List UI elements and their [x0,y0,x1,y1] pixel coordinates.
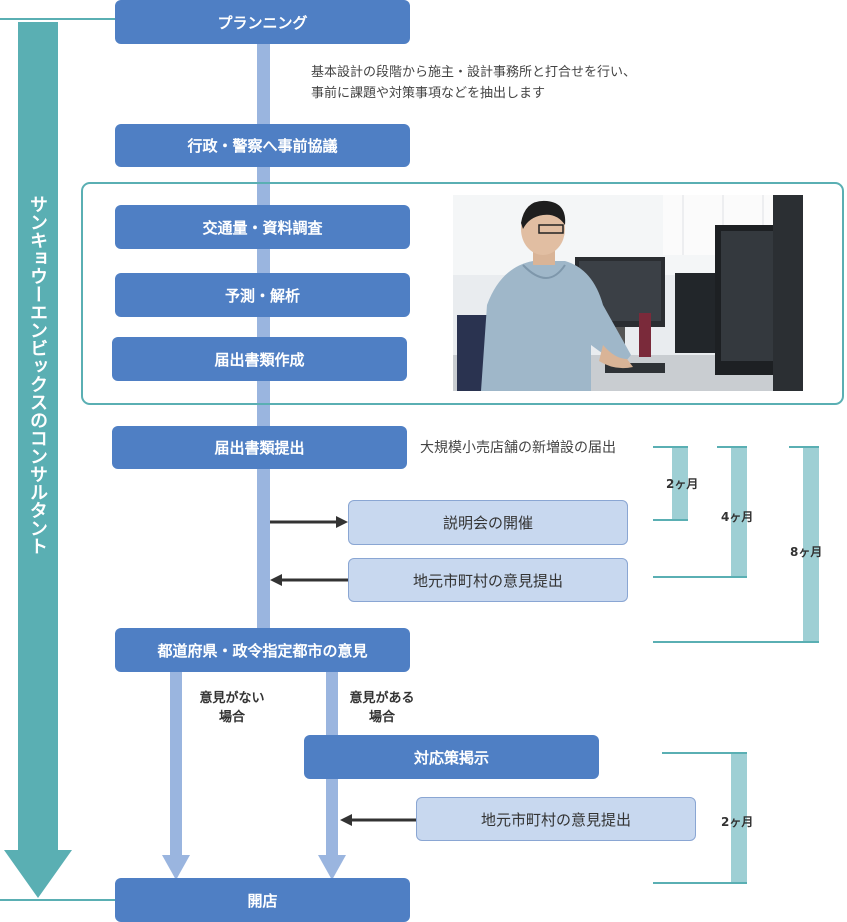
step-opening: 開店 [115,878,410,922]
condition-has-opinion-line1: 意見がある [349,691,415,706]
condition-no-opinion: 意見がない 場合 [186,689,278,727]
duration-2-months-bottom: 2ヶ月 [721,815,754,829]
step-docs: 届出書類作成 [112,337,407,381]
planning-note-line2: 事前に課題や対策事項などを抽出します [311,86,546,101]
step-response: 対応策掲示 [304,735,599,779]
planning-note-line1: 基本設計の段階から施主・設計事務所と打合せを行い、 [311,65,637,80]
condition-no-opinion-line2: 場合 [218,710,245,725]
condition-has-opinion: 意見がある 場合 [336,689,428,727]
duration-2-months-top: 2ヶ月 [666,477,699,491]
duration-8-months: 8ヶ月 [790,545,823,559]
box-local-opinion-2: 地元市町村の意見提出 [416,797,696,841]
condition-no-opinion-line1: 意見がない [199,691,265,706]
consultant-photo [453,195,803,391]
step-forecast: 予測・解析 [115,273,410,317]
side-label: サンキョウーエンビックスのコンサルタント [27,195,48,555]
step-prefecture: 都道府県・政令指定都市の意見 [115,628,410,672]
box-local-opinion-1: 地元市町村の意見提出 [348,558,628,602]
condition-has-opinion-line2: 場合 [368,710,395,725]
step-traffic: 交通量・資料調査 [115,205,410,249]
step-consult: 行政・警察へ事前協議 [115,124,410,167]
box-briefing: 説明会の開催 [348,500,628,545]
duration-4-months: 4ヶ月 [721,510,754,524]
step-planning: プランニング [115,0,410,44]
step-submit: 届出書類提出 [112,426,407,469]
submit-note: 大規模小売店舗の新増設の届出 [420,440,616,456]
